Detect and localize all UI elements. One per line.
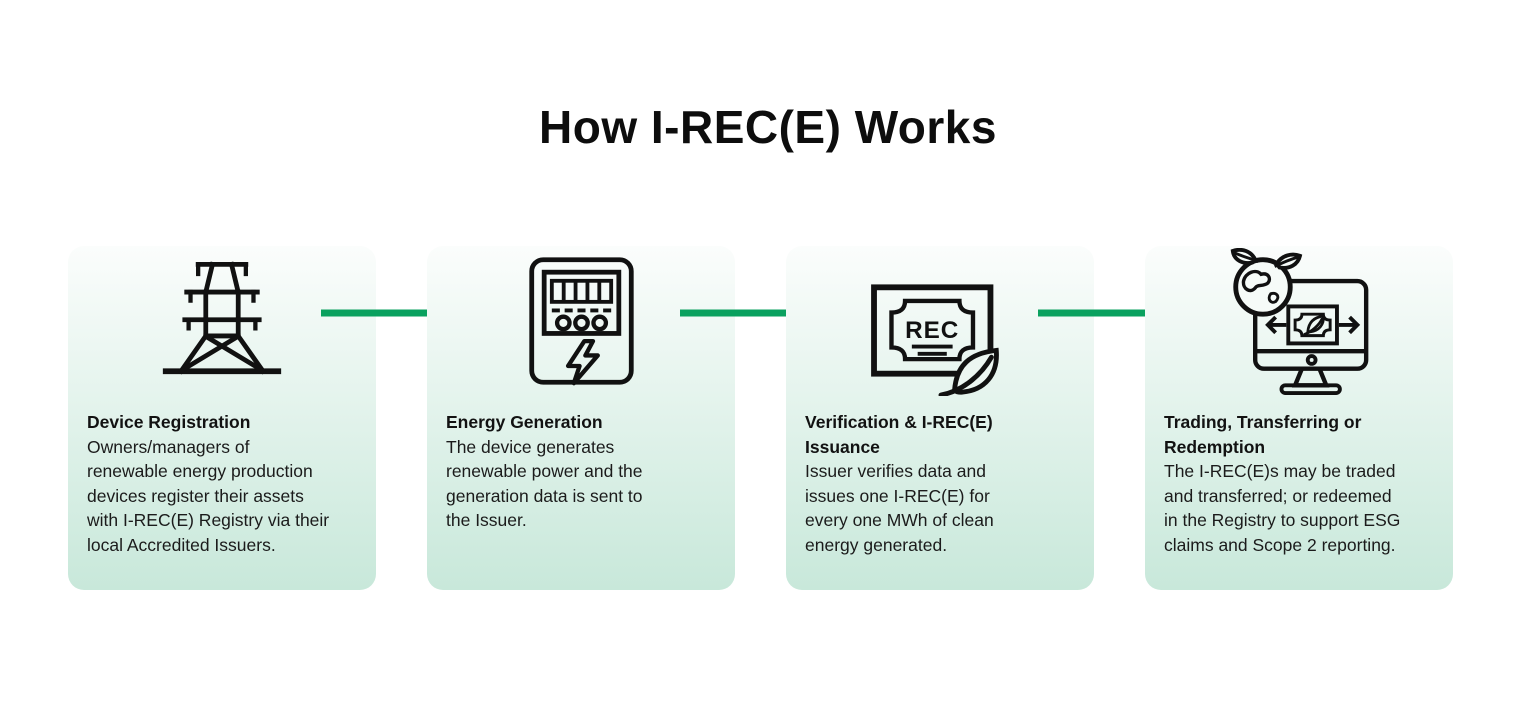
step-card-device-registration: Device Registration Owners/managers of r… — [68, 246, 376, 590]
step-title: Trading, Transferring or Redemption — [1164, 412, 1362, 457]
transmission-tower-icon — [162, 261, 282, 375]
step-title: Verification & I-REC(E) Issuance — [805, 412, 993, 457]
icon-box: REC — [786, 246, 1094, 398]
card-text: Trading, Transferring or Redemption The … — [1164, 410, 1437, 557]
card-text: Energy Generation The device generates r… — [446, 410, 719, 533]
energy-meter-icon — [528, 257, 634, 386]
icon-box — [68, 246, 376, 398]
step-description: The I-REC(E)s may be traded and transfer… — [1164, 461, 1401, 555]
icon-box — [1145, 246, 1453, 398]
step-card-energy-generation: Energy Generation The device generates r… — [427, 246, 735, 590]
step-description: Owners/managers of renewable energy prod… — [87, 436, 330, 555]
step-card-trading-redemption: Trading, Transferring or Redemption The … — [1145, 246, 1453, 590]
icon-box — [427, 246, 735, 398]
step-card-verification-issuance: REC Verification & I-REC(E) Issuance Iss… — [786, 246, 1094, 590]
rec-label: REC — [905, 317, 959, 344]
rec-certificate-icon: REC — [871, 284, 999, 396]
step-title: Energy Generation — [446, 412, 603, 432]
page-title: How I-REC(E) Works — [539, 101, 997, 153]
step-title: Device Registration — [87, 412, 251, 432]
step-description: The device generates renewable power and… — [446, 436, 643, 531]
monitor-trading-icon — [1230, 248, 1369, 395]
step-description: Issuer verifies data and issues one I-RE… — [805, 461, 994, 555]
card-text: Verification & I-REC(E) Issuance Issuer … — [805, 410, 1078, 557]
card-text: Device Registration Owners/managers of r… — [87, 410, 360, 557]
